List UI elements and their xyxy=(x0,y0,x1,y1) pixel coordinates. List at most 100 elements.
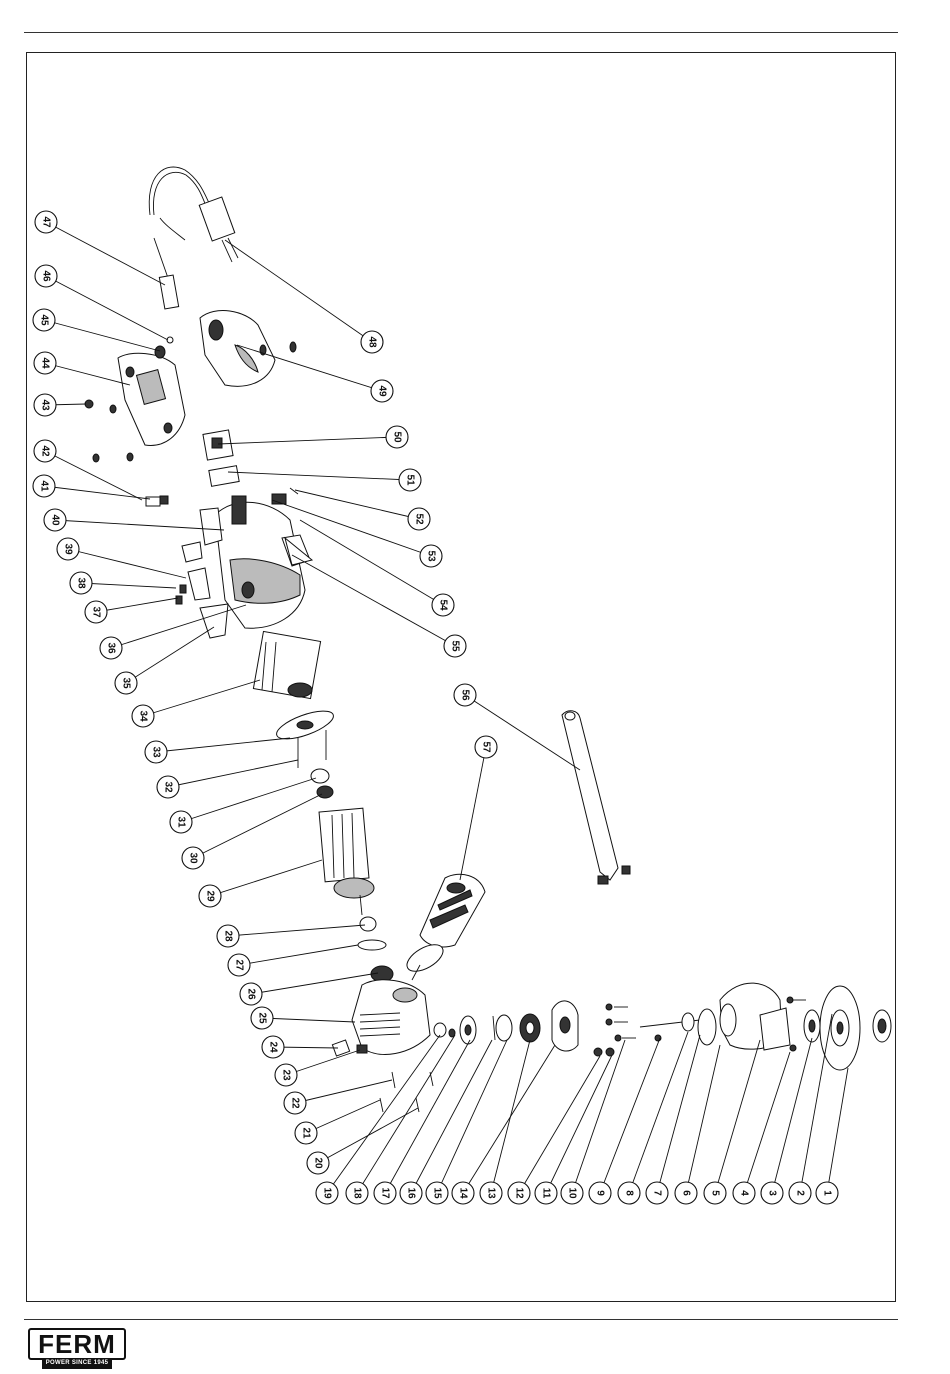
part-callout-50: 50 xyxy=(386,426,408,448)
part-callout-18: 18 xyxy=(346,1182,368,1204)
callout-number: 5 xyxy=(710,1190,721,1196)
leader-line-14 xyxy=(463,1045,555,1193)
housing-screws xyxy=(380,1072,433,1112)
callout-number: 3 xyxy=(767,1190,778,1196)
callout-number: 39 xyxy=(63,543,74,555)
callout-number: 35 xyxy=(121,677,132,689)
leader-line-10 xyxy=(572,1040,625,1193)
part-callout-49: 49 xyxy=(371,380,393,402)
leader-line-16 xyxy=(411,1040,492,1193)
leader-line-56 xyxy=(465,695,580,770)
leader-line-5 xyxy=(715,1040,760,1193)
leader-line-3 xyxy=(772,1038,812,1193)
part-callout-15: 15 xyxy=(426,1182,448,1204)
callout-number: 23 xyxy=(281,1069,292,1081)
logo-tagline: POWER SINCE 1945 xyxy=(42,1358,112,1369)
part-callout-14: 14 xyxy=(452,1182,474,1204)
leader-line-41 xyxy=(44,486,150,499)
spindle xyxy=(640,1013,700,1041)
leader-line-47 xyxy=(46,222,165,285)
part-callout-38: 38 xyxy=(70,572,92,594)
grinding-disc xyxy=(820,986,860,1070)
callout-number: 41 xyxy=(39,480,50,492)
leader-line-35 xyxy=(126,627,214,683)
part-callout-31: 31 xyxy=(170,811,192,833)
callout-number: 12 xyxy=(514,1187,525,1199)
leader-line-1 xyxy=(827,1068,848,1193)
callout-number: 36 xyxy=(106,642,117,654)
leader-line-31 xyxy=(181,778,316,822)
part-callout-4: 4 xyxy=(733,1182,755,1204)
cable-sleeve xyxy=(154,238,179,309)
leader-line-22 xyxy=(295,1080,392,1103)
part-callout-27: 27 xyxy=(228,954,250,976)
part-callout-47: 47 xyxy=(35,211,57,233)
part-callout-57: 57 xyxy=(475,736,497,758)
leader-line-44 xyxy=(45,363,130,385)
leader-line-25 xyxy=(262,1018,355,1022)
leader-line-57 xyxy=(460,747,486,880)
leader-line-33 xyxy=(156,738,290,752)
leader-line-29 xyxy=(210,860,322,896)
clip xyxy=(146,496,168,506)
callout-number: 28 xyxy=(223,930,234,942)
part-callout-11: 11 xyxy=(535,1182,557,1204)
callout-number: 4 xyxy=(739,1190,750,1196)
callout-number: 37 xyxy=(91,606,102,618)
part-callout-32: 32 xyxy=(157,776,179,798)
callout-number: 50 xyxy=(392,431,403,443)
leader-line-18 xyxy=(357,1035,455,1193)
callout-number: 43 xyxy=(40,399,51,411)
part-callout-39: 39 xyxy=(57,538,79,560)
leader-line-38 xyxy=(81,583,176,588)
part-callout-20: 20 xyxy=(307,1152,329,1174)
part-callout-24: 24 xyxy=(262,1036,284,1058)
callout-number: 31 xyxy=(176,816,187,828)
gear-train-parts xyxy=(460,1001,636,1056)
part-callout-56: 56 xyxy=(454,684,476,706)
leader-line-27 xyxy=(239,945,358,965)
side-handle xyxy=(403,874,485,980)
part-callout-22: 22 xyxy=(284,1092,306,1114)
leader-line-40 xyxy=(55,520,224,530)
callout-number: 55 xyxy=(450,640,461,652)
part-callout-42: 42 xyxy=(34,440,56,462)
leader-line-20 xyxy=(318,1108,418,1163)
part-callout-33: 33 xyxy=(145,741,167,763)
ferm-logo: FERM POWER SINCE 1945 xyxy=(28,1328,128,1370)
part-callout-35: 35 xyxy=(115,672,137,694)
callout-number: 9 xyxy=(595,1190,606,1196)
callout-number: 16 xyxy=(406,1187,417,1199)
leader-line-32 xyxy=(168,760,298,787)
part-callout-45: 45 xyxy=(33,309,55,331)
callout-number: 10 xyxy=(567,1187,578,1199)
part-callout-28: 28 xyxy=(217,925,239,947)
leader-line-50 xyxy=(218,437,397,444)
gear-small xyxy=(434,1023,455,1037)
callout-number: 42 xyxy=(40,445,51,457)
logo-wordmark-box: FERM xyxy=(28,1328,126,1360)
leader-line-28 xyxy=(228,925,365,936)
part-callout-10: 10 xyxy=(561,1182,583,1204)
power-cord-plug xyxy=(149,167,238,262)
strain-relief xyxy=(155,337,173,358)
callout-number: 46 xyxy=(41,270,52,282)
part-callout-6: 6 xyxy=(675,1182,697,1204)
callout-number: 38 xyxy=(76,577,87,589)
callout-number: 30 xyxy=(188,852,199,864)
callout-number: 27 xyxy=(234,959,245,971)
callout-number: 44 xyxy=(40,357,51,369)
callout-number: 34 xyxy=(138,710,149,722)
callout-number: 24 xyxy=(268,1041,279,1053)
part-callout-53: 53 xyxy=(420,545,442,567)
callout-number: 48 xyxy=(367,336,378,348)
part-callout-37: 37 xyxy=(85,601,107,623)
callout-number: 51 xyxy=(405,474,416,486)
callout-number: 26 xyxy=(246,988,257,1000)
flange-nut xyxy=(873,1010,891,1042)
callout-number: 53 xyxy=(426,550,437,562)
callout-number: 45 xyxy=(39,314,50,326)
switch-bracket xyxy=(209,466,239,487)
callout-number: 29 xyxy=(205,890,216,902)
